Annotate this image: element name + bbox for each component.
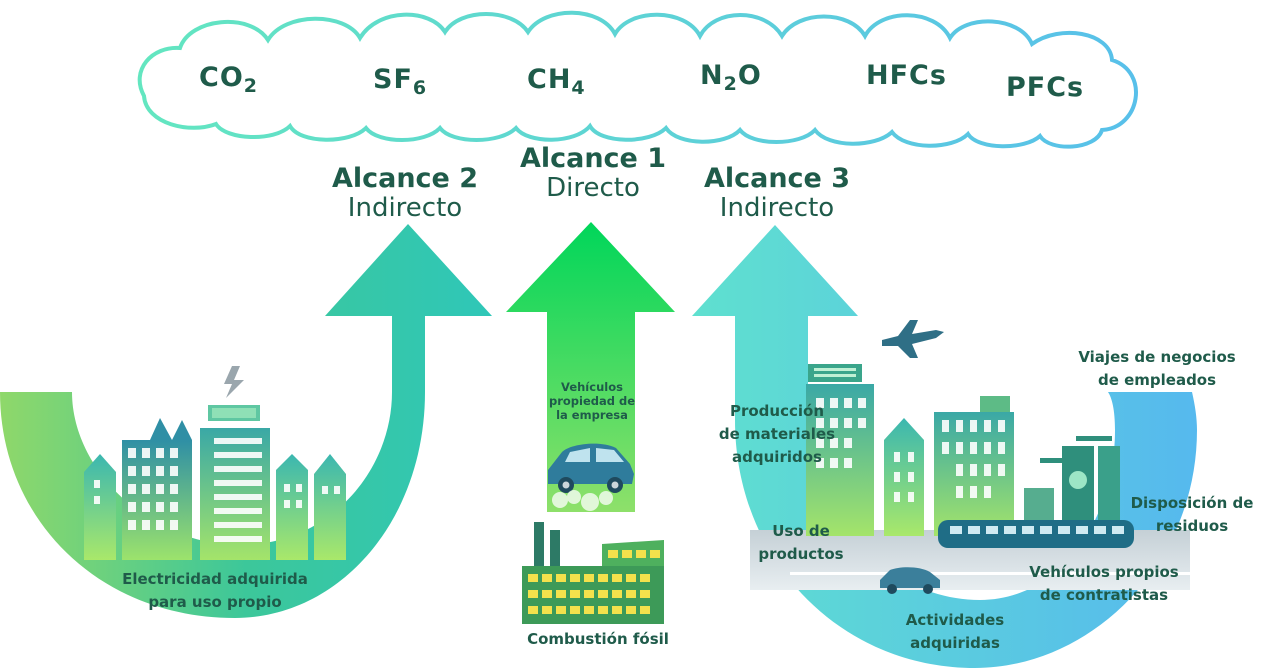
caption-use-of-products: Uso de productos: [758, 522, 844, 563]
caption-contractor-vehicles: Vehículos propios de contratistas: [1029, 563, 1179, 604]
building: [84, 454, 116, 560]
building: [884, 418, 924, 536]
scope3-heading: Alcance 3 Indirecto: [692, 163, 862, 223]
airplane-icon: [882, 320, 944, 358]
factory-illustration: [522, 522, 664, 624]
gas-sf6: SF6: [373, 64, 428, 99]
scope2-subtitle: Indirecto: [347, 193, 463, 223]
caption-company-vehicles: Vehículos propiedad de la empresa: [548, 380, 636, 422]
scope2-title: Alcance 2: [331, 163, 479, 194]
car-icon: [880, 567, 940, 588]
caption-fossil-combustion: Combustión fósil: [527, 630, 669, 648]
gas-pfcs: PFCs: [1006, 72, 1085, 103]
company-vehicle-illustration: [548, 443, 634, 511]
caption-purchased-activities: Actividades adquiridas: [905, 611, 1005, 652]
building: [122, 440, 192, 560]
cloud-outline: [137, 10, 1138, 149]
caption-materials: Producción de materiales adquiridos: [718, 402, 836, 466]
scope2-heading: Alcance 2 Indirecto: [320, 163, 490, 223]
lightning-icon: [224, 366, 244, 398]
scope1-subtitle: Directo: [546, 173, 640, 203]
scope1-title: Alcance 1: [519, 143, 667, 174]
gas-cloud: [137, 10, 1138, 149]
building: [276, 454, 308, 560]
gas-co2: CO2: [199, 62, 259, 97]
gas-n2o: N2O: [700, 60, 762, 95]
gas-hfcs: HFCs: [866, 60, 947, 91]
right-city-illustration: [750, 320, 1190, 594]
scope1-arrow: [506, 222, 675, 512]
caption-business-travel: Viajes de negocios de empleados: [1078, 348, 1236, 389]
left-city-illustration: [84, 366, 346, 560]
scope1-heading: Alcance 1 Directo: [508, 143, 678, 203]
building: [314, 454, 346, 560]
gas-ch4: CH4: [527, 64, 586, 99]
caption-waste: Disposición de residuos: [1130, 494, 1254, 535]
scope3-subtitle: Indirecto: [719, 193, 835, 223]
scope3-title: Alcance 3: [703, 163, 851, 194]
caption-electricity: Electricidad adquirida para uso propio: [122, 570, 308, 611]
